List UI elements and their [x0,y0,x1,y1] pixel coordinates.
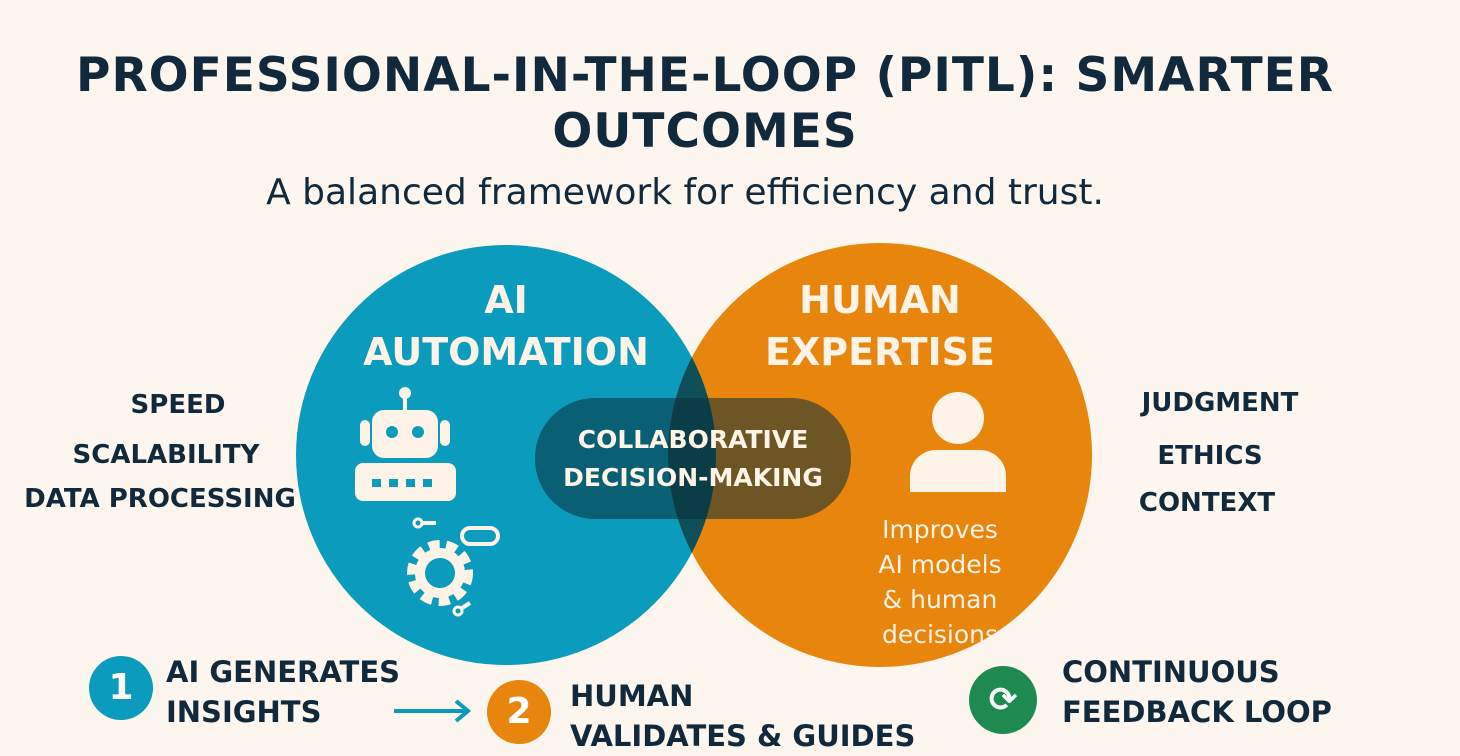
human-circle [668,243,1092,667]
step-1-text: AI GENERATES INSIGHTS [166,652,400,732]
human-note: Improves AI models & human decisions [830,512,1050,652]
step-2-text: HUMAN VALIDATES & GUIDES [570,676,915,756]
gear-icon [407,517,500,617]
person-icon [910,392,1006,492]
ai-trait: DATA PROCESSING [24,484,296,514]
page-subtitle: A balanced framework for efficiency and … [266,172,1104,213]
human-trait: ETHICS [1157,441,1263,471]
note-line: AI models [878,550,1002,579]
step-1-badge: 1 [89,656,153,720]
step-line: INSIGHTS [166,695,322,729]
page-title: PROFESSIONAL-IN-THE-LOOP (PITL): SMARTER… [76,48,1334,159]
note-line: Improves [882,515,998,544]
overlap-line1: COLLABORATIVE [577,425,809,454]
step-line: VALIDATES & GUIDES [570,719,916,753]
step-line: CONTINUOUS [1062,655,1280,689]
step-3-text: CONTINUOUS FEEDBACK LOOP [1062,652,1332,732]
human-trait: JUDGMENT [1141,388,1299,418]
ai-circle [296,245,716,665]
overlap-line2: DECISION-MAKING [563,463,823,492]
ai-title-line2: AUTOMATION [363,330,649,374]
step-line: HUMAN [570,679,694,713]
robot-icon [355,387,456,501]
human-circle-title: HUMAN EXPERTISE [730,274,1030,378]
ai-circle-title: AI AUTOMATION [356,274,656,378]
collaboration-label: COLLABORATIVE DECISION-MAKING [533,421,853,497]
ai-trait: SCALABILITY [72,440,260,470]
step-line: FEEDBACK LOOP [1062,695,1332,729]
human-title-line2: EXPERTISE [764,330,995,374]
ai-title-line1: AI [484,278,528,322]
collaboration-pill [535,398,851,519]
arrow-icon [394,699,472,723]
note-line: & human decisions [881,585,999,649]
human-trait: CONTEXT [1138,488,1276,518]
human-title-line1: HUMAN [799,278,961,322]
refresh-icon: ⟳ [969,666,1037,734]
step-line: AI GENERATES [166,655,401,689]
step-2-badge: 2 [487,680,551,744]
ai-trait: SPEED [130,390,226,420]
